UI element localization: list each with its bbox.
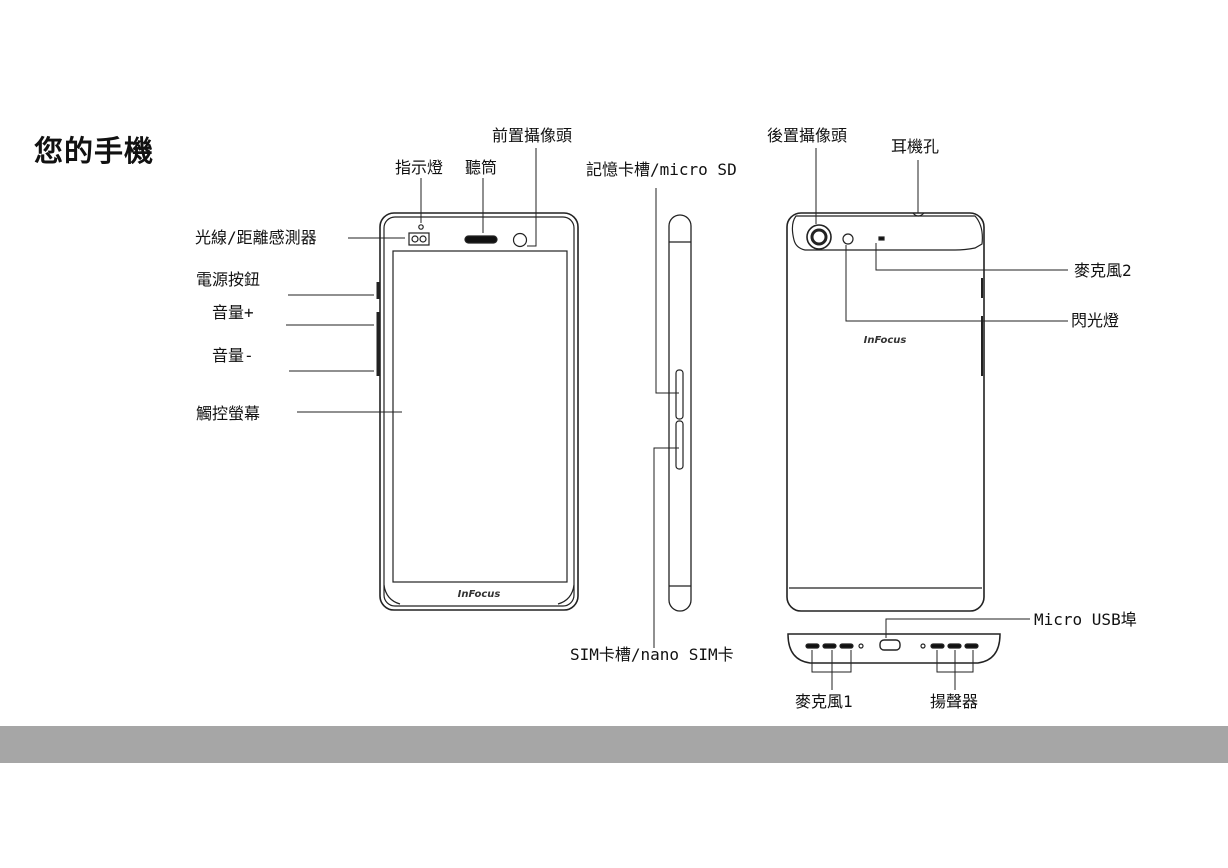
- label-power-button: 電源按鈕: [196, 270, 261, 289]
- footer-bar: [0, 726, 1228, 763]
- back-view: InFocus: [786, 212, 985, 612]
- light-sensor-box: [408, 232, 430, 246]
- label-light-sensor: 光線/距離感測器: [195, 228, 317, 247]
- indicator-light: [418, 224, 424, 230]
- back-logo: InFocus: [864, 335, 907, 346]
- label-earpiece: 聽筒: [465, 158, 498, 177]
- label-headphone-jack: 耳機孔: [891, 137, 940, 156]
- label-volume-up: 音量+: [212, 303, 254, 322]
- front-view: InFocus: [376, 212, 579, 611]
- label-front-camera: 前置攝像頭: [492, 126, 573, 145]
- page-title: 您的手機: [34, 134, 155, 168]
- label-micro-usb: Micro USB埠: [1034, 610, 1137, 629]
- label-touchscreen: 觸控螢幕: [196, 404, 261, 423]
- label-memory-slot: 記憶卡槽/micro SD: [586, 160, 737, 179]
- front-logo: InFocus: [458, 589, 501, 600]
- leader-lines: [286, 148, 1068, 690]
- usb-port: [879, 639, 901, 651]
- flash-led: [842, 233, 854, 245]
- sim-slot-tray: [675, 420, 684, 470]
- rear-camera-lens: [806, 224, 832, 250]
- label-mic1: 麥克風1: [795, 692, 853, 711]
- earpiece-slot: [464, 235, 498, 244]
- front-camera-lens: [512, 232, 528, 248]
- label-speaker: 揚聲器: [930, 692, 979, 711]
- side-view: [668, 214, 692, 612]
- label-sim-slot: SIM卡槽/nano SIM卡: [570, 645, 734, 664]
- label-flash: 閃光燈: [1071, 311, 1120, 330]
- memory-slot-tray: [675, 369, 684, 420]
- label-volume-down: 音量-: [212, 346, 254, 365]
- bottom-view: [787, 633, 1001, 664]
- label-indicator: 指示燈: [395, 158, 444, 177]
- label-rear-camera: 後置攝像頭: [767, 126, 848, 145]
- label-mic2: 麥克風2: [1074, 261, 1132, 280]
- mic2-hole: [878, 236, 885, 241]
